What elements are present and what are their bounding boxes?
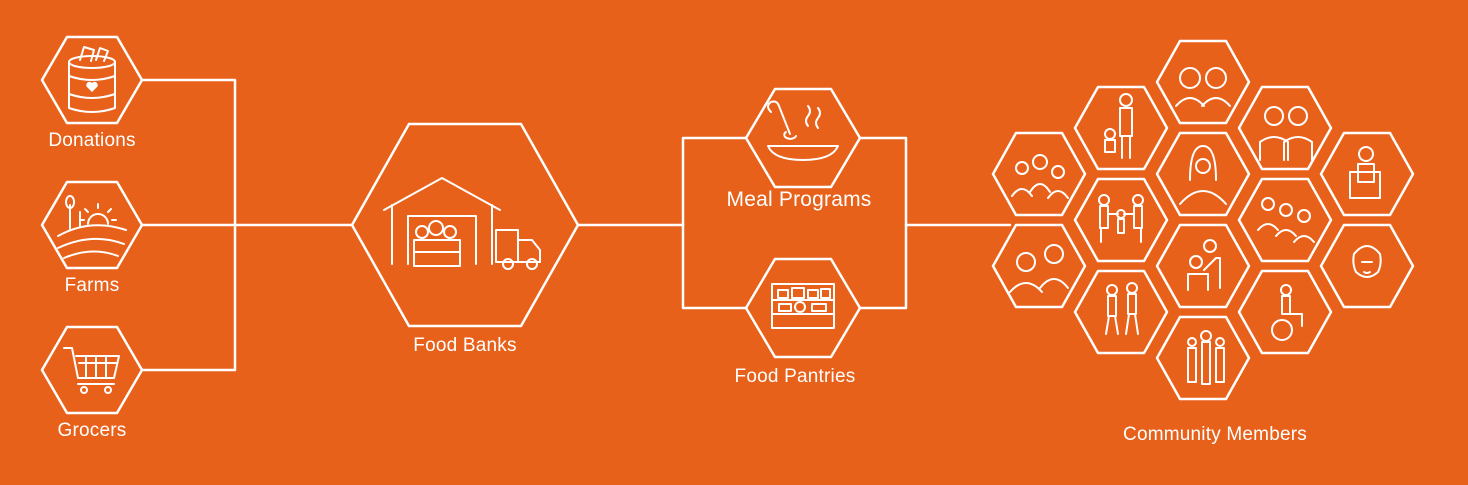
community-hex-wheelchair bbox=[1237, 269, 1333, 355]
community-hex-elderly-chair bbox=[1319, 131, 1415, 217]
grocers-label: Grocers bbox=[57, 420, 127, 441]
shopping-cart-icon bbox=[63, 347, 120, 394]
grandparents-icon bbox=[1259, 106, 1313, 161]
parent-child-icon bbox=[1104, 93, 1133, 159]
family-holding-hands-icon bbox=[1098, 194, 1144, 243]
meal-programs-node bbox=[744, 87, 862, 189]
elderly-couple-icon bbox=[1175, 67, 1231, 107]
community-hex-hijab-woman bbox=[1155, 131, 1251, 217]
community-hex-parent-child bbox=[1073, 85, 1169, 171]
farm-field-sun-icon bbox=[57, 195, 127, 259]
donation-barrel-icon bbox=[68, 46, 116, 113]
community-members-label: Community Members bbox=[1123, 424, 1307, 445]
hijab-woman-icon bbox=[1179, 145, 1227, 205]
meal-programs-hex bbox=[744, 87, 862, 189]
pantry-shelf-icon bbox=[771, 283, 835, 329]
community-hex-seniors-group bbox=[1237, 177, 1333, 263]
walking-couple-icon bbox=[1105, 282, 1139, 335]
elderly-person-chair-icon bbox=[1349, 146, 1381, 199]
family-group-icon bbox=[1011, 154, 1069, 199]
community-hex-grandparents bbox=[1237, 85, 1333, 171]
food-banks-label: Food Banks bbox=[413, 335, 517, 356]
food-pantries-hex bbox=[744, 257, 862, 359]
donations-node bbox=[40, 35, 144, 125]
community-hex-woman-headwrap bbox=[1319, 223, 1415, 309]
woman-man-portrait-icon bbox=[1009, 244, 1069, 293]
farms-label: Farms bbox=[64, 275, 120, 296]
ladle-bowl-icon bbox=[767, 100, 839, 161]
seniors-group-icon bbox=[1257, 197, 1315, 243]
large-family-icon bbox=[1187, 330, 1225, 385]
wheelchair-user-icon bbox=[1271, 284, 1303, 341]
food-pantries-node bbox=[744, 257, 862, 359]
donations-hex bbox=[40, 35, 144, 125]
food-pantries-label: Food Pantries bbox=[734, 366, 856, 387]
community-hex-family-group bbox=[991, 131, 1087, 217]
community-hex-woman-man bbox=[991, 223, 1087, 309]
grocers-node bbox=[40, 325, 144, 415]
woman-headwrap-icon bbox=[1352, 245, 1382, 278]
community-honeycomb bbox=[991, 39, 1415, 401]
community-hex-elderly-couple bbox=[1155, 39, 1251, 125]
warehouse-truck-icon bbox=[383, 177, 541, 270]
community-hex-caregiver bbox=[1155, 223, 1251, 309]
farms-node bbox=[40, 180, 144, 270]
community-hex-large-family bbox=[1155, 315, 1251, 401]
food-banks-hex bbox=[350, 122, 580, 328]
donations-label: Donations bbox=[48, 130, 136, 151]
grocers-hex bbox=[40, 325, 144, 415]
distribution-bracket bbox=[681, 136, 908, 310]
community-hex-family-hands bbox=[1073, 177, 1169, 263]
meal-programs-label: Meal Programs bbox=[726, 188, 872, 211]
community-hex-walking-couple bbox=[1073, 269, 1169, 355]
connector-lines bbox=[140, 78, 1012, 372]
caregiver-icon bbox=[1187, 239, 1221, 291]
food-banks-node bbox=[350, 122, 580, 328]
farms-hex bbox=[40, 180, 144, 270]
